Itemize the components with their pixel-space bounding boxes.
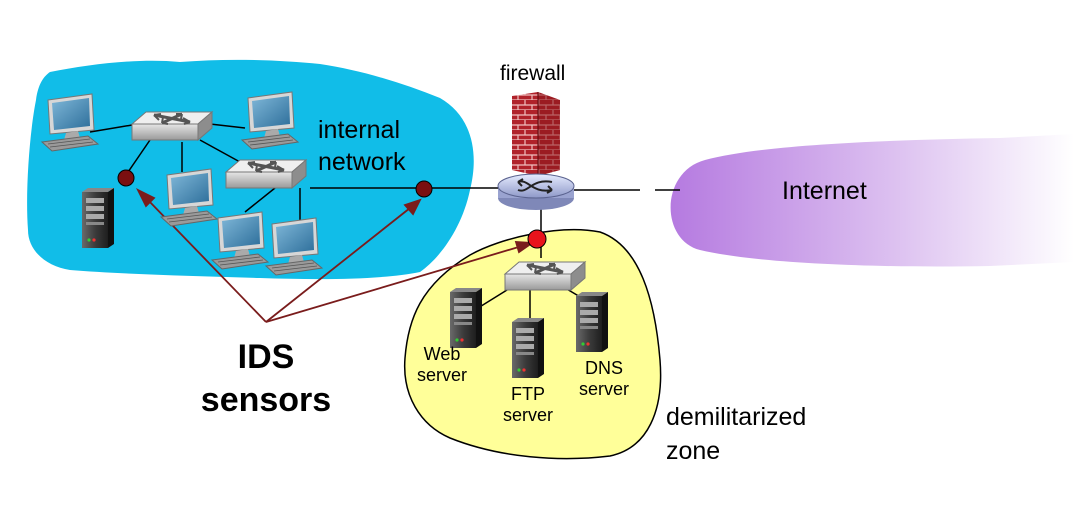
firewall-label: firewall <box>500 62 566 85</box>
ids-label-line2: sensors <box>200 380 332 419</box>
ids-sensor-internal-2 <box>415 180 433 198</box>
internal-network-label-line1: internal <box>318 116 400 144</box>
router-icon <box>497 173 575 210</box>
desktop-computer-icon <box>160 168 218 227</box>
internet-label: Internet <box>782 177 867 205</box>
ftp-server-label-line2: server <box>502 404 553 425</box>
ids-sensor-internal-1 <box>117 169 135 187</box>
dns-server-label-line1: DNS <box>584 358 623 378</box>
switch-icon <box>224 158 308 190</box>
ids-sensors-label: IDS sensors <box>200 336 332 421</box>
web-server-label-line2: server <box>416 364 467 385</box>
ids-sensor-dmz <box>527 229 547 249</box>
desktop-computer-icon <box>241 91 299 150</box>
internal-network-label-line2: network <box>318 148 406 176</box>
server-tower-icon <box>450 288 482 348</box>
server-tower-icon <box>512 318 544 378</box>
server-tower-icon <box>82 188 114 248</box>
dmz-label-line1: demilitarized <box>666 403 807 431</box>
server-tower-icon <box>576 292 608 352</box>
web-server-label: Web server <box>412 344 472 385</box>
web-server-label-line1: Web <box>423 344 461 364</box>
ids-arrows <box>135 187 535 323</box>
firewall-icon <box>512 92 560 176</box>
switch-icon <box>130 110 214 142</box>
desktop-computer-icon <box>41 93 99 152</box>
ftp-server-label-line1: FTP <box>511 384 545 404</box>
desktop-computer-icon <box>265 217 323 276</box>
internet-cloud <box>670 134 1074 267</box>
desktop-computer-icon <box>211 211 269 270</box>
dns-server-label-line2: server <box>578 378 629 399</box>
ftp-server-label: FTP server <box>496 384 560 425</box>
ids-label-line1: IDS <box>237 338 295 376</box>
dmz-label-line2: zone <box>666 437 721 465</box>
dns-server-label: DNS server <box>570 358 638 399</box>
switch-icon <box>503 260 587 292</box>
